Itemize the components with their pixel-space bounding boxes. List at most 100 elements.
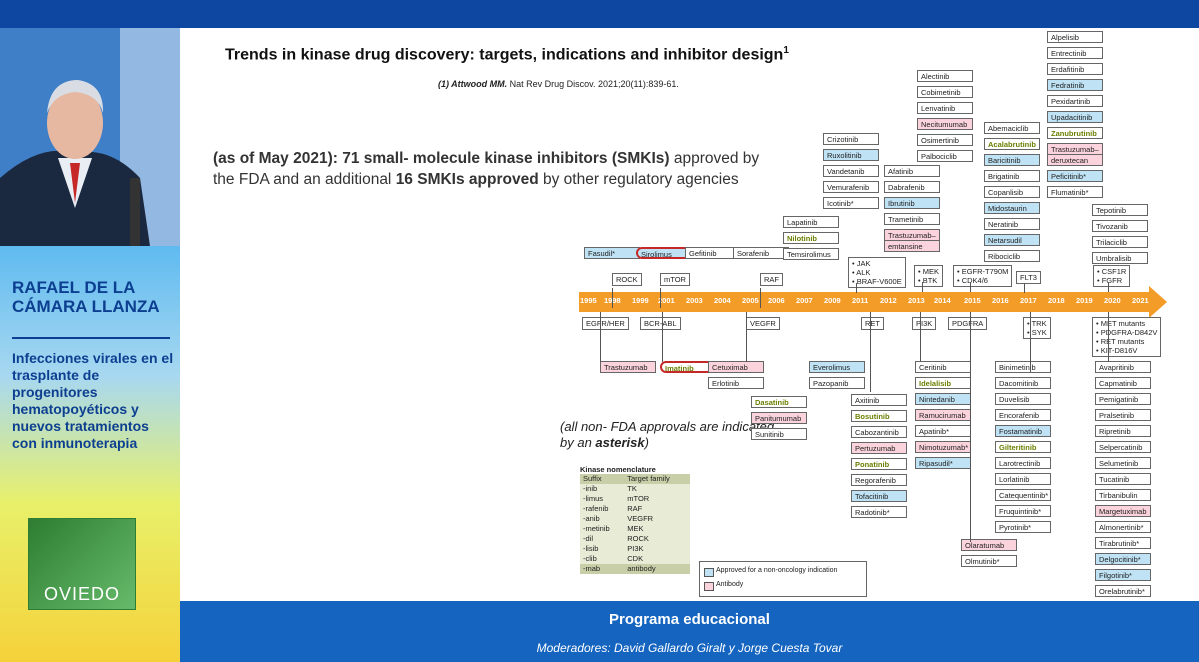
drug-label: Midostaurin <box>984 202 1040 214</box>
target-label: • TRK• SYK <box>1023 317 1051 339</box>
drug-label: Orelabrutinib* <box>1095 585 1151 597</box>
nomen-family: PI3K <box>627 544 644 553</box>
target-label: RET <box>861 317 884 330</box>
drug-label: Catequentinib* <box>995 489 1051 501</box>
drug-label: Ribociclib <box>984 250 1040 262</box>
target-label: • MEK• BTK <box>914 265 943 287</box>
drug-label: Baricitinib <box>984 154 1040 166</box>
drug-label: Ponatinib <box>851 458 907 470</box>
connector-line <box>600 312 601 362</box>
nomenclature-row: -clib CDK <box>580 554 690 564</box>
year-tick: 2003 <box>686 296 703 305</box>
nomen-suffix: -lisib <box>583 544 599 553</box>
drug-label: Fasudil* <box>584 247 640 259</box>
drug-label: Regorafenib <box>851 474 907 486</box>
drug-label: Ramucirumab <box>915 409 971 421</box>
drug-label: Entrectinib <box>1047 47 1103 59</box>
target-label: • MET mutants• PDGFRA-D842V• RET mutants… <box>1092 317 1162 357</box>
target-label: FLT3 <box>1016 271 1041 284</box>
drug-label: Tofacitinib <box>851 490 907 502</box>
drug-label: Necitumumab <box>917 118 973 130</box>
connector-line <box>856 283 857 293</box>
slide-lead-text: (as of May 2021): 71 small- molecule kin… <box>213 150 760 188</box>
connector-line <box>922 282 923 292</box>
drug-label: Icotinib* <box>823 197 879 209</box>
drug-label: Fostamatinib <box>995 425 1051 437</box>
drug-label: Duvelisib <box>995 393 1051 405</box>
drug-label: Lapatinib <box>783 216 839 228</box>
drug-label: Zanubrutinib <box>1047 127 1103 139</box>
drug-label: Tepotinib <box>1092 204 1148 216</box>
nomen-family: mTOR <box>627 494 650 503</box>
drug-label: Afatinib <box>884 165 940 177</box>
drug-label: Encorafenib <box>995 409 1051 421</box>
connector-line <box>870 312 871 392</box>
drug-label: Axitinib <box>851 394 907 406</box>
year-tick: 2017 <box>1020 296 1037 305</box>
nomen-suffix: -limus <box>583 494 603 503</box>
drug-label: Umbralisib <box>1092 252 1148 264</box>
drug-label: Crizotinib <box>823 133 879 145</box>
drug-label: Abemaciclib <box>984 122 1040 134</box>
drug-label: Tirbanibulin <box>1095 489 1151 501</box>
nomen-suffix: -rafenib <box>583 504 609 513</box>
drug-label: Pexidartinib <box>1047 95 1103 107</box>
drug-label: Olaratumab <box>961 539 1017 551</box>
drug-label: Peficitinib* <box>1047 170 1103 182</box>
slide-note: (all non- FDA approvals are indicated by… <box>560 419 775 450</box>
target-label: EGFR/HER <box>582 317 629 330</box>
drug-label: Ripasudil* <box>915 457 971 469</box>
nomen-family: antibody <box>627 564 656 573</box>
drug-label: Temsirolimus <box>783 248 839 260</box>
connector-line <box>660 288 661 308</box>
year-tick: 2015 <box>964 296 981 305</box>
year-tick: 2012 <box>880 296 897 305</box>
connector-line <box>920 312 921 362</box>
connector-line <box>1108 282 1109 292</box>
year-tick: 2005 <box>742 296 759 305</box>
drug-label: Selumetinib <box>1095 457 1151 469</box>
drug-label: Everolimus <box>809 361 865 373</box>
presentation-slide: Trends in kinase drug discovery: targets… <box>180 28 1199 601</box>
year-tick: 2001 <box>658 296 675 305</box>
drug-label: Acalabrutinib <box>984 138 1040 150</box>
nomenclature-heading: Kinase nomenclature <box>580 465 656 474</box>
program-title: Programa educacional <box>609 611 770 628</box>
drug-label: Olmutinib* <box>961 555 1017 567</box>
drug-label: Trametinib <box>884 213 940 225</box>
year-tick: 2013 <box>908 296 925 305</box>
drug-label: Avapritinib <box>1095 361 1151 373</box>
nomen-suffix: -dil <box>583 534 594 543</box>
nomen-suffix: -clib <box>583 554 597 563</box>
drug-label: Alectinib <box>917 70 973 82</box>
nomen-family: TK <box>627 484 637 493</box>
drug-label: Dacomitinib <box>995 377 1051 389</box>
slide-title: Trends in kinase drug discovery: targets… <box>225 45 789 64</box>
slide-reference: (1) Attwood MM. Nat Rev Drug Discov. 202… <box>438 79 679 89</box>
nomen-suffix: -mab <box>583 564 601 573</box>
target-label: mTOR <box>660 273 690 286</box>
year-tick: 2018 <box>1048 296 1065 305</box>
year-tick: 2011 <box>852 296 869 305</box>
legend: Approved for a non-oncology indication A… <box>699 561 867 597</box>
drug-label: Nintedanib <box>915 393 971 405</box>
drug-label: Bosutinib <box>851 410 907 422</box>
drug-label: deruxtecan <box>1047 154 1103 166</box>
drug-label: Palbociclib <box>917 150 973 162</box>
drug-label: Erlotinib <box>708 377 764 389</box>
drug-label: Trilaciclib <box>1092 236 1148 248</box>
logo-city: OVIEDO <box>43 584 120 604</box>
year-tick: 2019 <box>1076 296 1093 305</box>
year-tick: 2014 <box>934 296 951 305</box>
target-label: RAF <box>760 273 783 286</box>
nomen-family: CDK <box>627 554 644 563</box>
year-tick: 1999 <box>632 296 649 305</box>
drug-label: Nilotinib <box>783 232 839 244</box>
speaker-video <box>0 28 180 246</box>
connector-line <box>746 312 747 362</box>
connector-line <box>970 312 971 542</box>
drug-label: Selpercatinib <box>1095 441 1151 453</box>
congress-logo: OVIEDO <box>28 518 136 610</box>
